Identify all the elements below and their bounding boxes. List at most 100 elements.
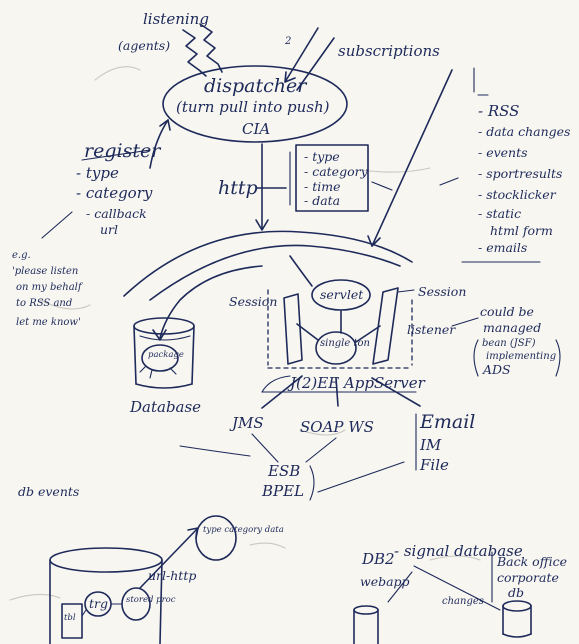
servlet-ellipse: [311, 279, 371, 311]
session-left-box: [283, 293, 303, 365]
register-item-category: - category: [76, 184, 153, 202]
server-boundary-arc-inner: [149, 244, 401, 301]
backoffice-line-2: corporate: [497, 570, 559, 585]
esb-separator: [179, 445, 251, 457]
subscriptions-label: subscriptions: [338, 42, 440, 60]
sources-to-payload-line: [439, 177, 459, 186]
session-right-label: Session: [418, 284, 466, 299]
session-left-label: Session: [229, 294, 277, 309]
database-cylinder: [133, 317, 195, 389]
output-jms: JMS: [229, 414, 264, 432]
dispatcher-ellipse: [162, 65, 348, 143]
managed-line-3: bean (JSF): [482, 338, 536, 349]
http-payload-box: [295, 144, 369, 212]
database-label: Database: [129, 398, 201, 416]
webapp-cylinder: [353, 605, 379, 644]
output-email: Email: [419, 411, 475, 433]
source-events: - events: [478, 145, 528, 160]
session-right-box: [372, 287, 399, 365]
esb-label: ESB: [267, 462, 300, 480]
session-left-link: [296, 323, 319, 341]
managed-line-4: implementing: [486, 351, 556, 362]
tbl-box: [61, 603, 83, 639]
source-emails: - emails: [478, 240, 527, 255]
source-stockticker: - stocklicker: [478, 187, 557, 202]
payload-time: - time: [304, 179, 340, 194]
changes-label: changes: [442, 596, 484, 607]
listening-label: listening: [143, 10, 209, 28]
dispatcher-down-arrow-head: [255, 219, 269, 231]
jms-to-esb: [251, 433, 279, 463]
subscriptions-long-arrow: [371, 69, 453, 247]
output-soap: SOAP WS: [300, 418, 374, 436]
listener-to-managed: [451, 317, 479, 327]
dispatcher-title: dispatcher: [204, 75, 308, 97]
example-line-2: 'please listen: [12, 266, 78, 277]
proc-to-payload-arrow: [139, 527, 199, 589]
http-label: http: [218, 177, 258, 199]
example-line-1: e.g.: [12, 250, 31, 261]
webapp-label: webapp: [360, 574, 410, 589]
register-item-type: - type: [76, 164, 119, 182]
example-note: e.g. 'please listen on my behalf to RSS …: [12, 250, 84, 328]
payload-type: - type: [304, 149, 340, 164]
appserver-left-curl: [261, 375, 291, 393]
singleton-ellipse: [315, 331, 357, 365]
backoffice-line-1: Back office: [496, 554, 567, 569]
listener-label: listener: [407, 322, 456, 337]
out-soap-arrow: [335, 377, 339, 407]
to-database-arrow-head: [152, 329, 167, 341]
source-rss: - RSS: [478, 102, 519, 120]
register-to-dispatcher-arrow: [149, 119, 169, 169]
appserver-label: J(2)EE AppServer: [287, 374, 426, 392]
dispatcher-subtitle: (turn pull into push): [176, 98, 330, 116]
marker-label: 2: [284, 36, 291, 47]
to-servlet-arrow: [289, 255, 313, 287]
signal-to-backoffice: [413, 565, 501, 611]
register-item-callback: - callback: [86, 206, 147, 221]
listening-squiggle-1: [182, 29, 207, 77]
db-payload-label: type category data: [203, 525, 284, 535]
register-item-url: url: [100, 222, 118, 237]
db-payload-bubble: [195, 515, 237, 561]
url-http-label: url-http: [148, 568, 196, 583]
payload-to-sources-line: [371, 181, 393, 191]
subscriptions-long-arrow-head: [367, 235, 381, 247]
source-static: - static: [478, 206, 521, 221]
servlet-label: servlet: [320, 287, 364, 302]
session-right-pointer: [397, 289, 415, 293]
stored-proc-label: stored proc: [126, 595, 176, 605]
db-events-cylinder: [49, 547, 163, 644]
payload-data: - data: [304, 193, 340, 208]
to-database-arrow: [159, 265, 263, 339]
source-data-changes: - data changes: [478, 124, 570, 139]
out-jms-arrow: [261, 375, 303, 409]
subscription-arrow-head: [284, 71, 296, 83]
register-underline: [81, 149, 151, 161]
esb-to-email: [317, 461, 405, 493]
example-line-3: on my behalf: [16, 282, 84, 293]
subscription-arrow-1: [284, 27, 319, 83]
soap-to-esb: [305, 437, 337, 463]
backoffice-cylinder: [502, 600, 532, 638]
managed-brace-right: [555, 339, 561, 377]
listening-squiggle-2: [199, 23, 223, 73]
trg-label: trg: [89, 596, 108, 611]
out-email-arrow: [371, 377, 421, 407]
payload-category: - category: [304, 164, 369, 179]
session-right-link: [355, 325, 381, 343]
db2-label: DB2: [361, 550, 395, 568]
signal-to-webapp: [387, 571, 413, 603]
db-events-label: db events: [18, 484, 79, 499]
managed-line-2: managed: [483, 320, 541, 335]
sources-list: - RSS - data changes - events - sportres…: [477, 94, 570, 255]
agents-label: (agents): [118, 38, 170, 53]
package-label: package: [148, 350, 184, 360]
package-sparks: [139, 365, 177, 379]
example-line-5: let me know': [16, 317, 81, 328]
managed-brace-left: [473, 339, 479, 377]
register-arrow-head: [159, 119, 171, 131]
tbl-label: tbl: [64, 613, 76, 623]
tbl-to-trg: [81, 609, 87, 617]
dispatcher-tag: CIA: [242, 120, 270, 138]
